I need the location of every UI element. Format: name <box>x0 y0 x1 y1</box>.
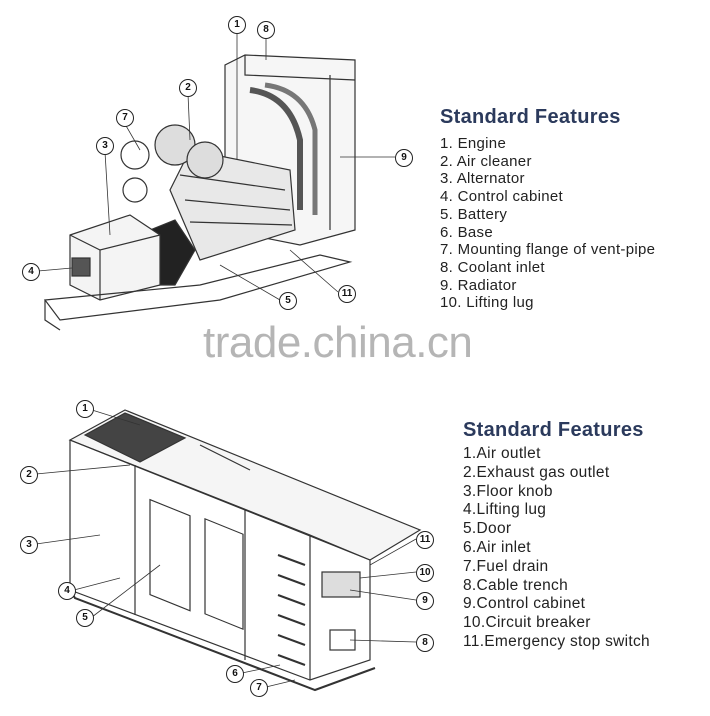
callout-3: 3 <box>20 536 38 554</box>
open-genset-drawing <box>37 30 395 331</box>
feature-item: 8.Cable trench <box>463 576 569 594</box>
callout-6: 6 <box>226 665 244 683</box>
feature-item: 11.Emergency stop switch <box>463 632 650 650</box>
callout-4: 4 <box>22 263 40 281</box>
feature-item: 1. Engine <box>440 135 507 152</box>
callout-1: 1 <box>76 400 94 418</box>
bottom-features-title: Standard Features <box>463 419 644 441</box>
feature-item: 7. Mounting flange of vent-pipe <box>440 241 656 259</box>
callout-9: 9 <box>395 149 413 167</box>
callout-11: 11 <box>416 531 434 549</box>
callout-8: 8 <box>416 634 434 652</box>
top-features-title: Standard Features <box>440 106 621 128</box>
feature-item: 2.Exhaust gas outlet <box>463 463 610 481</box>
callout-7: 7 <box>116 109 134 127</box>
callout-2: 2 <box>20 466 38 484</box>
callout-4: 4 <box>58 582 76 600</box>
enclosure-genset-drawing <box>35 409 422 692</box>
feature-item: 5. Battery <box>440 205 508 223</box>
callout-5: 5 <box>279 292 297 310</box>
feature-item: 7.Fuel drain <box>463 557 549 575</box>
watermark: trade.china.cn <box>203 318 473 367</box>
callout-1: 1 <box>228 16 246 34</box>
feature-item: 4.Lifting lug <box>463 501 547 519</box>
feature-item: 4. Control cabinet <box>440 188 563 206</box>
top-feature-list: Standard Features 1. Engine 2. Air clean… <box>440 106 655 312</box>
feature-item: 6.Air inlet <box>463 538 531 556</box>
feature-item: 8. Coolant inlet <box>440 258 545 276</box>
callout-7: 7 <box>250 679 268 697</box>
callout-11: 11 <box>338 285 356 303</box>
feature-item: 9.Control cabinet <box>463 595 586 613</box>
feature-item: 2. Air cleaner <box>440 152 532 170</box>
callout-5: 5 <box>76 609 94 627</box>
feature-item: 9. Radiator <box>440 276 517 294</box>
callout-8: 8 <box>257 21 275 39</box>
bottom-feature-list: Standard Features 1.Air outlet 2.Exhaust… <box>463 419 650 652</box>
callout-2: 2 <box>179 79 197 97</box>
feature-item: 5.Door <box>463 520 512 538</box>
feature-item: 10.Circuit breaker <box>463 614 591 632</box>
feature-item: 3. Alternator <box>440 170 525 188</box>
feature-item: 10. Lifting lug <box>440 294 534 312</box>
callout-9: 9 <box>416 592 434 610</box>
feature-item: 3.Floor knob <box>463 482 553 500</box>
callout-3: 3 <box>96 137 114 155</box>
feature-item: 1.Air outlet <box>463 445 541 462</box>
callout-10: 10 <box>416 564 434 582</box>
feature-item: 6. Base <box>440 223 493 241</box>
